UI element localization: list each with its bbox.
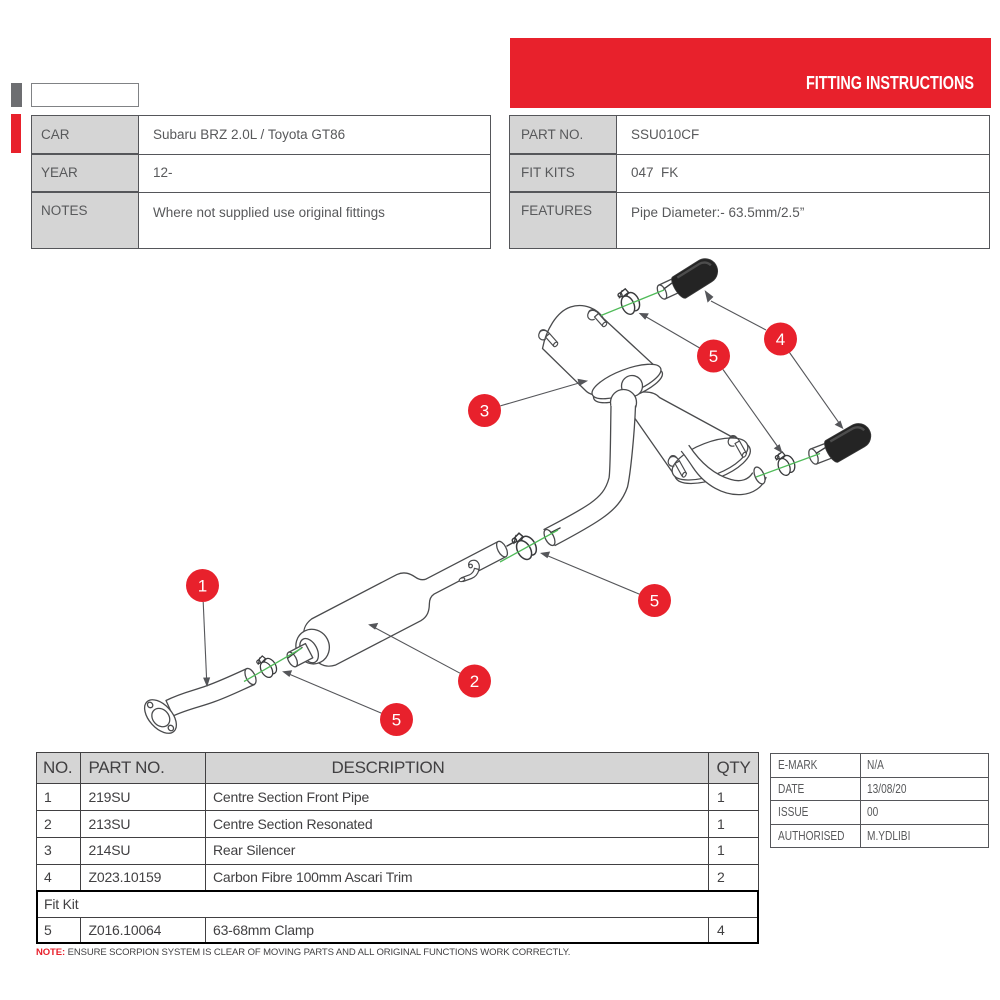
svg-text:1: 1 (198, 577, 207, 596)
svg-text:5: 5 (650, 592, 659, 611)
svg-text:5: 5 (392, 711, 401, 730)
svg-text:4: 4 (776, 330, 785, 349)
svg-text:2: 2 (470, 672, 479, 691)
svg-text:3: 3 (480, 402, 489, 421)
svg-text:5: 5 (709, 347, 718, 366)
